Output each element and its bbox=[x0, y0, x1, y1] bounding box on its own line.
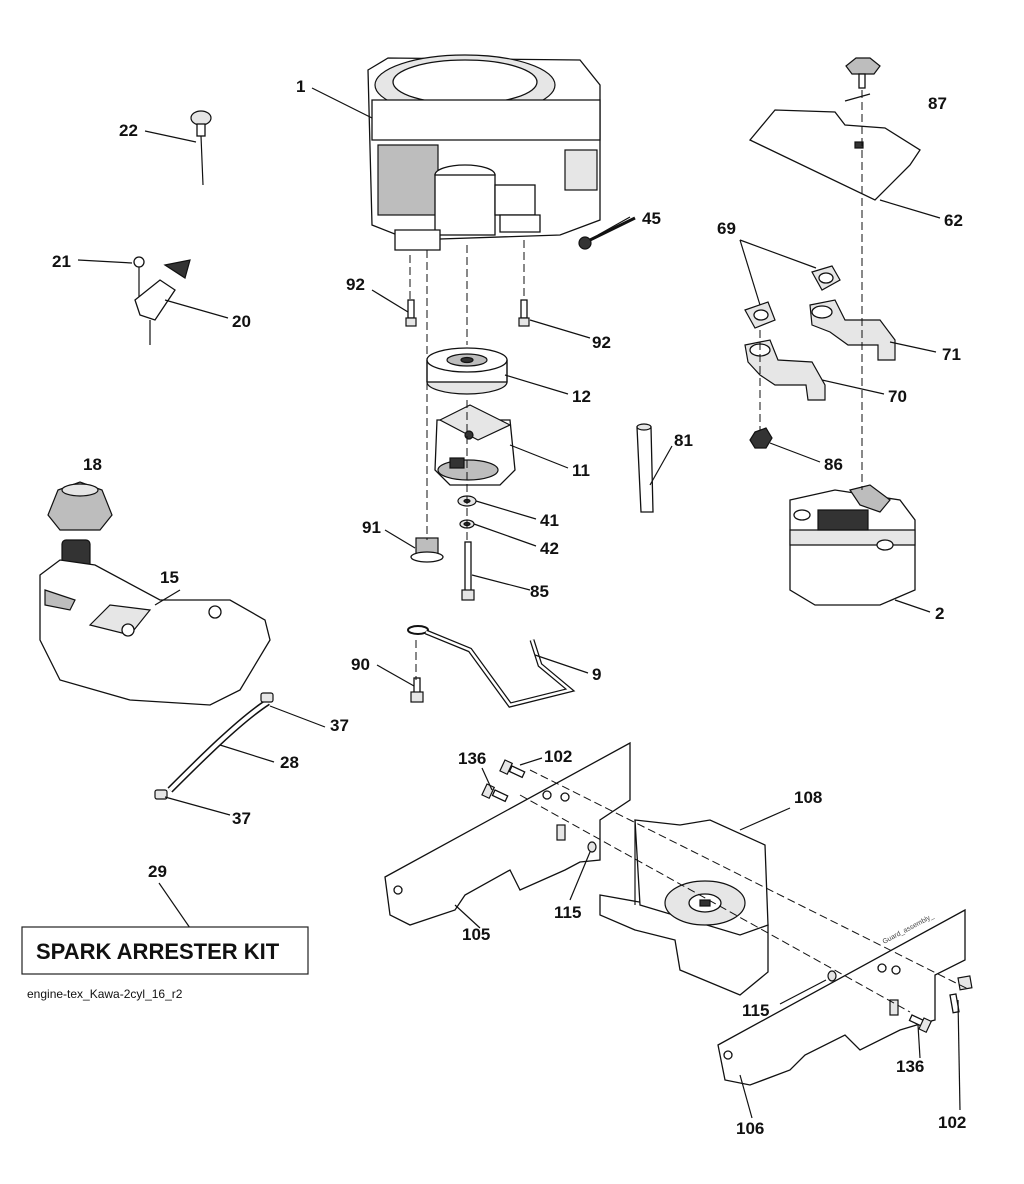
callout-37-upper: 37 bbox=[330, 716, 349, 735]
gasket-69-lower-part bbox=[744, 301, 776, 329]
callout-102-upper: 102 bbox=[544, 747, 572, 766]
guard-plate-106-part bbox=[717, 908, 966, 1086]
exhaust-pipe-71-part bbox=[809, 299, 896, 361]
gasket-69-upper-part bbox=[811, 265, 841, 291]
callout-41: 41 bbox=[540, 511, 559, 530]
screw-102-upper-part bbox=[499, 759, 526, 779]
callout-87: 87 bbox=[928, 94, 947, 113]
file-label: engine-tex_Kawa-2cyl_16_r2 bbox=[27, 987, 183, 1001]
callout-22: 22 bbox=[119, 121, 138, 140]
rod-81-part bbox=[636, 423, 654, 513]
bracket-rod-part bbox=[407, 625, 576, 708]
callout-29: 29 bbox=[148, 862, 167, 881]
throttle-control-part bbox=[133, 256, 191, 345]
assembly-axes bbox=[409, 90, 971, 1013]
callout-70: 70 bbox=[888, 387, 907, 406]
bolt-92-right-part bbox=[518, 299, 530, 327]
spacer-91-part bbox=[410, 537, 444, 563]
knob-87-part bbox=[845, 57, 881, 89]
callout-105: 105 bbox=[462, 925, 490, 944]
dipstick-part bbox=[190, 110, 212, 186]
callout-136-upper: 136 bbox=[458, 749, 486, 768]
screw-136-upper-part bbox=[481, 783, 509, 803]
callout-45: 45 bbox=[642, 209, 661, 228]
callout-37-lower: 37 bbox=[232, 809, 251, 828]
muffler-part bbox=[789, 484, 916, 606]
callout-12: 12 bbox=[572, 387, 591, 406]
callout-115-upper: 115 bbox=[554, 903, 581, 922]
callout-42: 42 bbox=[540, 539, 559, 558]
callout-81: 81 bbox=[674, 431, 693, 450]
callout-15: 15 bbox=[160, 568, 179, 587]
fuel-cap-part bbox=[47, 481, 113, 531]
callout-20: 20 bbox=[232, 312, 251, 331]
spark-arrester-kit-label: SPARK ARRESTER KIT bbox=[36, 939, 280, 964]
fuel-tank-part bbox=[39, 539, 271, 706]
callout-115-lower: 115 bbox=[742, 1001, 769, 1020]
callout-102-lower: 102 bbox=[938, 1113, 966, 1132]
exhaust-pipe-70-part bbox=[744, 339, 826, 401]
callout-28: 28 bbox=[280, 753, 299, 772]
callout-108: 108 bbox=[794, 788, 822, 807]
bolt-92-left-part bbox=[405, 299, 417, 327]
callout-1: 1 bbox=[296, 77, 305, 96]
callout-21: 21 bbox=[52, 252, 71, 271]
guard-housing-108-part bbox=[599, 819, 769, 996]
callout-numbers: 1 22 21 20 92 92 45 12 11 41 42 85 91 90… bbox=[52, 77, 966, 1138]
heat-shield-part bbox=[748, 109, 921, 201]
spark-arrester-kit-box: SPARK ARRESTER KIT bbox=[21, 926, 309, 975]
callout-62: 62 bbox=[944, 211, 963, 230]
bolt-90-part bbox=[410, 677, 424, 703]
callout-9: 9 bbox=[592, 665, 601, 684]
screw-136-lower-part bbox=[908, 1014, 933, 1034]
screw-102-lower-part bbox=[949, 975, 973, 1014]
callout-92-left: 92 bbox=[346, 275, 365, 294]
callout-11: 11 bbox=[572, 461, 590, 480]
callout-18: 18 bbox=[83, 455, 102, 474]
callout-69: 69 bbox=[717, 219, 736, 238]
callout-90: 90 bbox=[351, 655, 370, 674]
callout-91: 91 bbox=[362, 518, 381, 537]
callout-71: 71 bbox=[942, 345, 961, 364]
nut-86-part bbox=[749, 427, 773, 449]
engine-part bbox=[367, 54, 601, 251]
washer-115-upper-part bbox=[587, 841, 597, 853]
pulley-part bbox=[426, 347, 508, 395]
leader-lines bbox=[77, 87, 961, 1119]
bolt-85-part bbox=[461, 541, 475, 601]
callout-106: 106 bbox=[736, 1119, 764, 1138]
callout-92-right: 92 bbox=[592, 333, 611, 352]
callout-2: 2 bbox=[935, 604, 944, 623]
washer-115-lower-part bbox=[827, 970, 837, 982]
clutch-part bbox=[434, 404, 516, 486]
bolt-45-part bbox=[578, 216, 636, 250]
callout-85: 85 bbox=[530, 582, 549, 601]
callout-86: 86 bbox=[824, 455, 843, 474]
callout-136-lower: 136 bbox=[896, 1057, 924, 1076]
fuel-line-part bbox=[154, 692, 274, 800]
guard-plate-105-part bbox=[384, 741, 631, 926]
